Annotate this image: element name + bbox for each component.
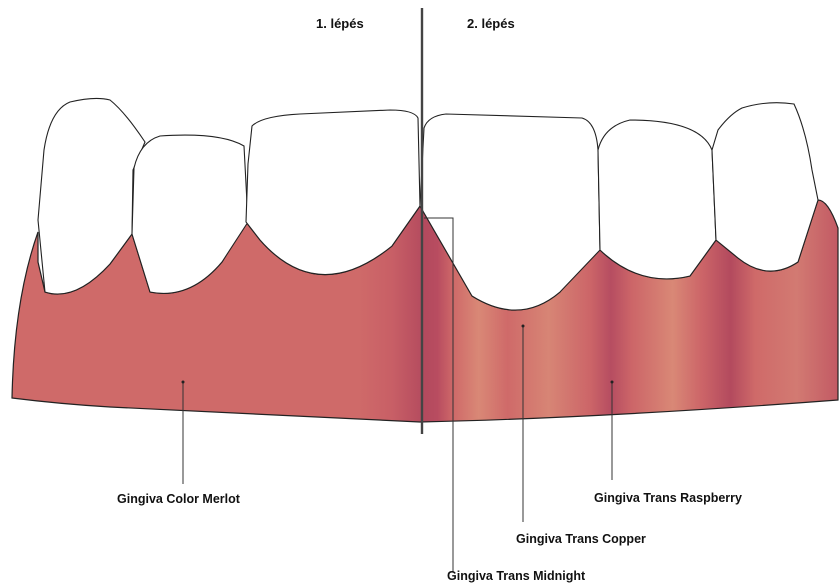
dot-raspberry xyxy=(611,381,614,384)
callout-raspberry: Gingiva Trans Raspberry xyxy=(594,491,742,505)
dot-merlot xyxy=(182,381,185,384)
step-2-label: 2. lépés xyxy=(467,16,515,31)
callout-merlot: Gingiva Color Merlot xyxy=(117,492,240,506)
callout-midnight: Gingiva Trans Midnight xyxy=(447,569,585,583)
step-1-label: 1. lépés xyxy=(316,16,364,31)
dot-copper xyxy=(522,325,525,328)
tooth-5 xyxy=(598,120,716,279)
callout-copper: Gingiva Trans Copper xyxy=(516,532,646,546)
tooth-6 xyxy=(712,103,818,271)
